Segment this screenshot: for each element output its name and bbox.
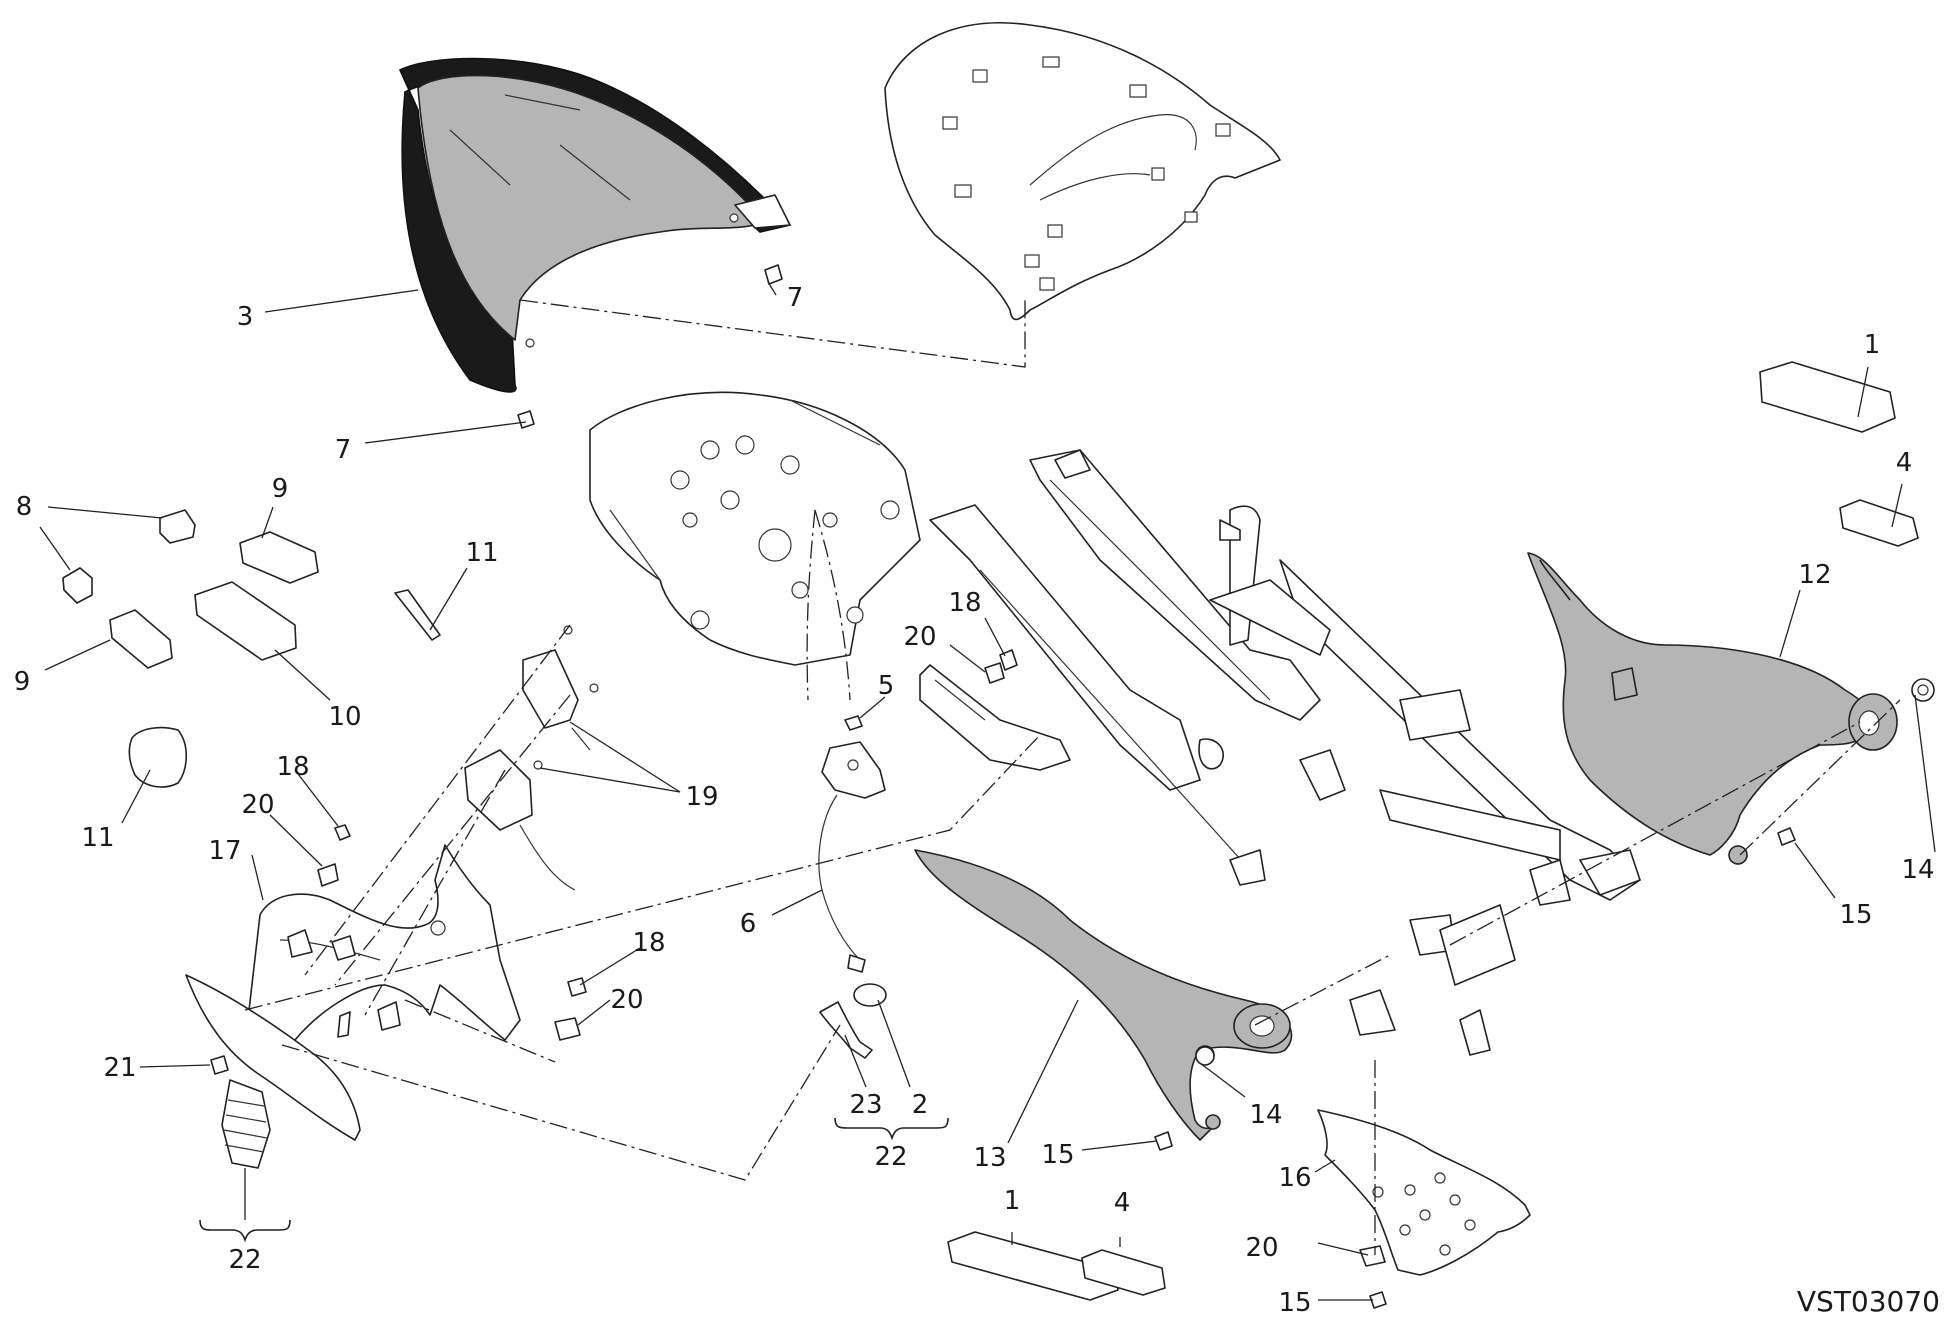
side-cover-part-13 — [914, 849, 1293, 1141]
callout-15-right: 15 — [1839, 900, 1872, 930]
strip-part-4-bottom — [1081, 1249, 1166, 1296]
callout-23: 23 — [849, 1090, 882, 1120]
pad-part-11 — [128, 589, 441, 788]
leader-lines — [39, 281, 1936, 1301]
callout-1-bottom: 1 — [1004, 1186, 1021, 1216]
callout-21: 21 — [103, 1053, 136, 1083]
callout-17: 17 — [208, 836, 241, 866]
nut-part-20-frame — [984, 662, 1005, 684]
screw-part-18-center — [567, 977, 587, 997]
callout-19: 19 — [685, 782, 718, 812]
callout-7-top: 7 — [787, 283, 804, 313]
grommet-part-14-left — [1195, 1046, 1215, 1066]
callout-5: 5 — [878, 671, 895, 701]
callout-1-top: 1 — [1864, 330, 1881, 360]
callout-18-center: 18 — [632, 928, 665, 958]
callout-3: 3 — [237, 302, 254, 332]
callout-20-left: 20 — [241, 790, 274, 820]
screw-part-18-frame — [999, 649, 1018, 671]
assembly-lines — [244, 299, 1901, 1255]
nut-part-20-bottom — [1359, 1245, 1386, 1267]
license-bracket-part-17 — [185, 844, 521, 1141]
callout-13: 13 — [973, 1143, 1006, 1173]
callout-15-bottom: 15 — [1278, 1288, 1311, 1318]
group-bracket-22-center — [834, 1117, 949, 1141]
screw-part-7-bottom — [517, 410, 535, 429]
callout-10: 10 — [328, 702, 361, 732]
spring-damper-part-22-left — [221, 1079, 271, 1169]
callout-2: 2 — [912, 1090, 929, 1120]
spring-part-2 — [853, 983, 887, 1007]
callout-9-left: 9 — [14, 667, 31, 697]
callout-8: 8 — [16, 492, 33, 522]
callout-20-frame: 20 — [903, 622, 936, 652]
callout-18-frame: 18 — [948, 588, 981, 618]
pad-part-10 — [194, 581, 297, 661]
grommet-part-14-right — [1911, 678, 1935, 702]
screw-part-21 — [210, 1055, 229, 1075]
callout-22-center: 22 — [874, 1142, 907, 1172]
callout-6: 6 — [740, 909, 757, 939]
callout-15-lower: 15 — [1041, 1140, 1074, 1170]
pad-part-9 — [109, 531, 319, 669]
strip-part-4-top — [1839, 499, 1919, 547]
callout-22-left: 22 — [228, 1245, 261, 1275]
rear-subframe — [929, 449, 1641, 1056]
screw-part-18-left — [334, 824, 351, 841]
seat-cowl-part-3 — [398, 57, 792, 393]
callout-labels: 1 1 2 3 4 4 5 6 7 7 8 9 9 10 11 11 12 13… — [14, 283, 1935, 1318]
callout-11-left: 11 — [81, 823, 114, 853]
nut-part-20-left — [317, 863, 339, 887]
callout-20-bottom: 20 — [1245, 1233, 1278, 1263]
pad-part-8 — [62, 509, 196, 604]
callout-18-left: 18 — [276, 752, 309, 782]
clip-part-23 — [819, 1001, 873, 1059]
callout-4-top: 4 — [1896, 448, 1913, 478]
screw-part-7-top — [764, 264, 783, 285]
callout-4-bottom: 4 — [1114, 1188, 1131, 1218]
rider-seat — [884, 22, 1281, 321]
callout-20-center: 20 — [610, 985, 643, 1015]
callout-16: 16 — [1278, 1163, 1311, 1193]
underseat-panel — [589, 391, 921, 666]
screw-part-15-right — [1777, 827, 1796, 846]
callout-14-left: 14 — [1249, 1100, 1282, 1130]
callout-11-right: 11 — [465, 538, 498, 568]
callout-7-bottom: 7 — [335, 435, 352, 465]
side-cover-part-12 — [1527, 552, 1898, 865]
strip-part-1-top — [1759, 361, 1896, 433]
group-bracket-22-left — [199, 1168, 291, 1243]
seat-lock-part-5-6 — [818, 715, 886, 973]
callout-9-top: 9 — [272, 474, 289, 504]
callout-14-right: 14 — [1901, 855, 1934, 885]
drawing-code: VST03070 — [1797, 1285, 1940, 1318]
nut-part-20-center — [554, 1017, 581, 1041]
switch-part-19-upper — [522, 625, 599, 751]
plate-part-16 — [1317, 1109, 1531, 1276]
strip-part-1-bottom — [947, 1231, 1119, 1301]
callout-12: 12 — [1798, 560, 1831, 590]
screw-part-15-bottom — [1369, 1291, 1387, 1309]
screw-part-15-lower — [1154, 1131, 1173, 1151]
